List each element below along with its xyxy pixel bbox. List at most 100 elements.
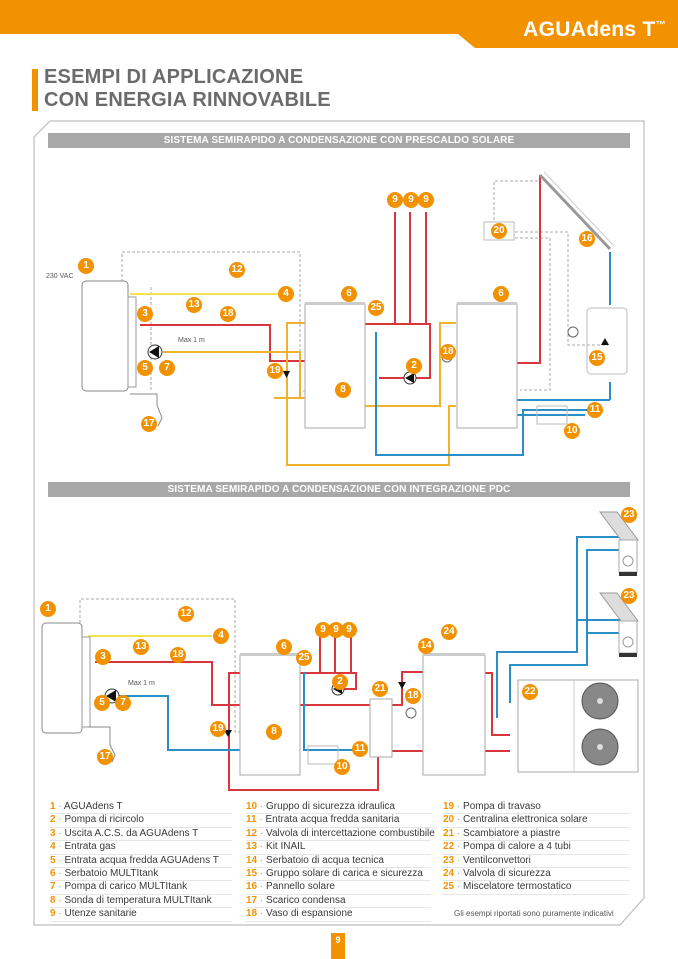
legend-separator: · xyxy=(259,801,264,812)
callout-badge: 1 xyxy=(40,601,56,617)
callout-badge: 2 xyxy=(332,674,348,690)
callout-badge: 4 xyxy=(278,286,294,302)
legend-text: Serbatoio di acqua tecnica xyxy=(266,854,384,866)
legend-separator: · xyxy=(456,841,461,853)
legend-number: 6 xyxy=(50,868,56,880)
legend-number: 7 xyxy=(50,881,56,893)
legend-text: Ventilconvettori xyxy=(463,854,531,866)
callout-badge: 10 xyxy=(564,423,580,439)
legend-text: Serbatoio MULTItank xyxy=(64,868,159,880)
callout-badge: 12 xyxy=(178,606,194,622)
legend-separator: · xyxy=(259,854,264,866)
callout-badge: 7 xyxy=(159,360,175,376)
solar-panel xyxy=(538,171,615,251)
heat-pump-unit xyxy=(517,679,639,773)
callout-badge: 25 xyxy=(368,300,384,316)
tank-multitank-1 xyxy=(304,302,366,429)
legend-text: Utenze sanitarie xyxy=(64,908,137,920)
header-bar xyxy=(0,0,678,48)
control-lines-2 xyxy=(79,598,273,733)
legend-text: Pompa di calore a 4 tubi xyxy=(463,841,571,853)
section-header-pdc: SISTEMA SEMIRAPIDO A CONDENSAZIONE CON I… xyxy=(48,482,630,497)
legend-number: 25 xyxy=(443,881,455,893)
callout-badge: 13 xyxy=(133,639,149,655)
callout-badge: 25 xyxy=(296,650,312,666)
legend-separator: · xyxy=(259,814,263,826)
condensate-drain xyxy=(130,393,163,427)
legend-text: AGUAdens T xyxy=(63,801,123,812)
legend-number: 13 xyxy=(246,841,258,853)
legend-item: 15 · Gruppo solare di carica e sicurezza xyxy=(246,868,431,882)
legend-text: Vaso di espansione xyxy=(266,908,353,920)
callout-badge: 9 xyxy=(387,192,403,208)
fan-coil-1 xyxy=(599,511,639,576)
legend-item: 25 · Miscelatore termostatico xyxy=(443,881,630,895)
legend-text: Gruppo di sicurezza idraulica xyxy=(266,801,395,812)
section-header-solar: SISTEMA SEMIRAPIDO A CONDENSAZIONE CON P… xyxy=(48,133,630,148)
callout-badge: 3 xyxy=(95,649,111,665)
legend-text: Sonda di temperatura MULTItank xyxy=(64,894,212,906)
legend-separator: · xyxy=(58,814,62,826)
fan-coil-2 xyxy=(599,592,639,657)
callout-badge: 18 xyxy=(440,344,456,360)
legend-separator: · xyxy=(58,881,62,893)
legend-text: Gruppo solare di carica e sicurezza xyxy=(266,868,423,880)
legend-item: 19 · Pompa di travaso xyxy=(443,801,630,815)
callout-badge: 3 xyxy=(137,306,153,322)
legend-item: 24 · Valvola di sicurezza xyxy=(443,868,630,882)
legend-separator: · xyxy=(58,841,62,853)
legend-text: Valvola di intercettazione combustibile xyxy=(266,827,435,839)
legend-text: Pompa di travaso xyxy=(463,801,541,812)
callout-badge: 19 xyxy=(267,363,283,379)
legend-text: Pompa di carico MULTItank xyxy=(64,881,188,893)
callout-badge: 9 xyxy=(418,192,434,208)
callout-badge: 17 xyxy=(97,749,113,765)
callout-badge: 2 xyxy=(406,358,422,374)
tank-multitank-2 xyxy=(456,302,518,429)
tank-multitank-pdc xyxy=(239,653,301,776)
callout-badge: 18 xyxy=(405,688,421,704)
brand-logo: AGUAdens T™ xyxy=(523,18,666,42)
page-title-line1: ESEMPI DI APPLICAZIONE xyxy=(44,66,304,88)
safety-group-box-2 xyxy=(307,745,339,765)
legend-item: 11 · Entrata acqua fredda sanitaria xyxy=(246,814,431,828)
callout-badge: 22 xyxy=(522,684,538,700)
legend-number: 23 xyxy=(443,854,455,866)
page-title-text: ESEMPI DI APPLICAZIONE CON ENERGIA RINNO… xyxy=(44,66,331,112)
legend-text: Uscita A.C.S. da AGUAdens T xyxy=(64,827,199,839)
legend-separator: · xyxy=(259,881,264,893)
tank-technical-water xyxy=(422,653,486,776)
callout-badge: 1 xyxy=(78,258,94,274)
callout-badge: 18 xyxy=(220,306,236,322)
callout-badge: 9 xyxy=(341,622,357,638)
legend-item: 21 · Scambiatore a piastre xyxy=(443,827,630,842)
legend-number: 14 xyxy=(246,854,258,866)
legend-item: 13 · Kit INAIL xyxy=(246,841,431,855)
legend-number: 11 xyxy=(246,814,257,826)
callout-badge: 8 xyxy=(266,724,282,740)
callout-badge: 14 xyxy=(418,638,434,654)
legend-item: 18 · Vaso di espansione xyxy=(246,908,431,922)
legend-number: 8 xyxy=(50,894,56,906)
legend-number: 9 xyxy=(50,908,56,920)
plate-heat-exchanger xyxy=(369,698,393,758)
callout-badge: 23 xyxy=(621,588,637,604)
boiler-unit xyxy=(81,280,137,392)
callout-badge: 8 xyxy=(335,382,351,398)
legend-separator: · xyxy=(456,827,461,839)
callout-badge: 4 xyxy=(213,628,229,644)
legend-item: 9 · Utenze sanitarie xyxy=(50,908,232,922)
legend-number: 5 xyxy=(50,854,56,866)
expansion-vessel-2 xyxy=(405,707,417,719)
power-supply-label: 230 VAC xyxy=(46,273,74,280)
solar-group-box xyxy=(586,307,628,375)
legend-number: 20 xyxy=(443,814,455,826)
legend-text: Entrata acqua fredda sanitaria xyxy=(265,814,400,826)
callout-badge: 10 xyxy=(334,759,350,775)
legend-item: 10 · Gruppo di sicurezza idraulica xyxy=(246,801,431,815)
